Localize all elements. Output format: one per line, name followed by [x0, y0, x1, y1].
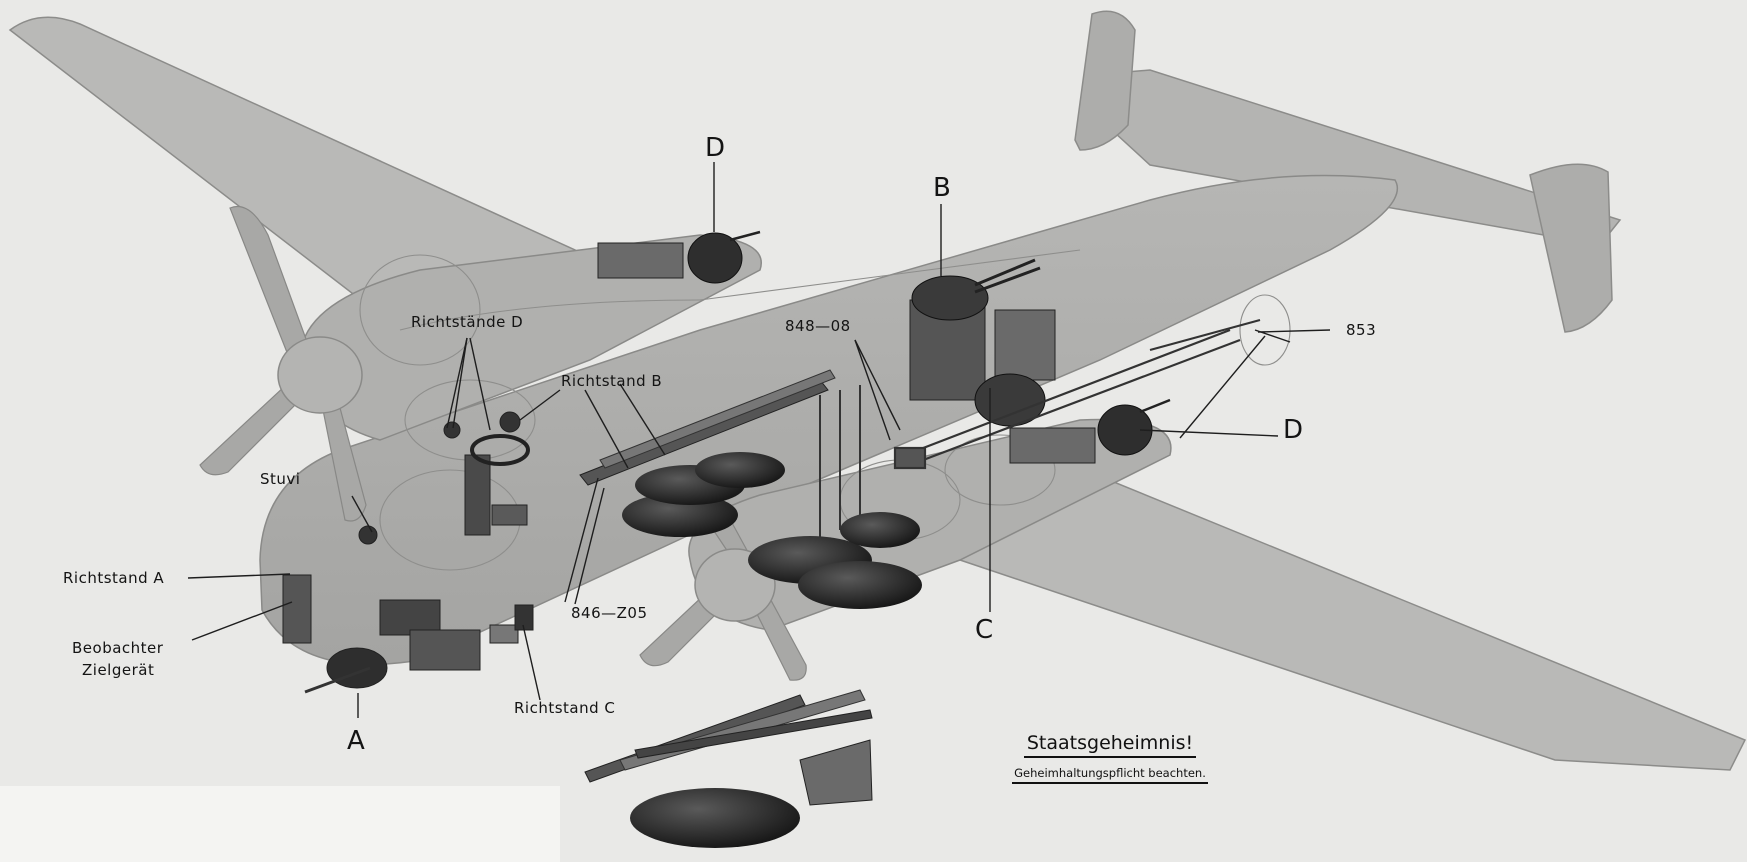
label-stuvi: Stuvi — [260, 470, 301, 488]
turret-d-left — [597, 230, 761, 284]
letter-d-right: D — [1283, 415, 1304, 445]
secrecy-stamp: Staatsgeheimnis! Geheimhaltungspflicht b… — [985, 732, 1235, 784]
right-wing — [958, 459, 1747, 771]
stamp-title: Staatsgeheimnis! — [1023, 732, 1197, 758]
left-propeller — [199, 206, 367, 522]
letter-b: B — [933, 173, 951, 203]
stamp-subtitle: Geheimhaltungspflicht beachten. — [1012, 766, 1208, 784]
label-richtstand-a: Richtstand A — [63, 569, 165, 587]
bomb-rack-center — [748, 385, 922, 609]
letter-c: C — [975, 615, 994, 645]
bomb-rack-detail-lower — [584, 689, 873, 848]
label-richtstand-c: Richtstand C — [514, 699, 616, 717]
left-spinner — [277, 336, 363, 414]
scan-patch — [0, 786, 560, 862]
aiming-station-d — [443, 411, 530, 536]
leader-lines — [187, 162, 1331, 718]
bomb-rack-left — [579, 369, 836, 537]
label-richtstaende-d: Richtstände D — [411, 313, 524, 331]
label-part-853: 853 — [1346, 321, 1377, 339]
tail-control-linkage — [893, 318, 1261, 470]
turret-d-right — [1009, 398, 1171, 464]
turret-b — [909, 258, 1056, 427]
label-beobachter: Beobachter — [72, 639, 164, 657]
nose-equipment — [282, 525, 534, 694]
right-tail-fin — [1529, 163, 1613, 333]
label-zielgeraet: Zielgerät — [82, 661, 155, 679]
letter-a: A — [347, 726, 365, 756]
letter-d-top: D — [705, 133, 726, 163]
label-part-846-z05: 846—Z05 — [571, 604, 648, 622]
label-richtstand-b: Richtstand B — [561, 372, 663, 390]
label-part-848-08: 848—08 — [785, 317, 851, 335]
left-tail-fin — [1074, 10, 1136, 151]
